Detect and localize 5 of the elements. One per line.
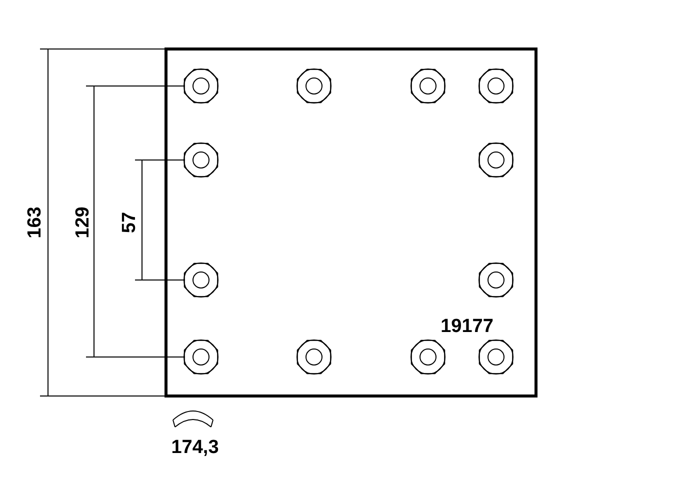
part-number: 19177 (440, 316, 494, 336)
dimension-value: 129 (74, 206, 92, 238)
dimension-value: 174,3 (171, 438, 219, 456)
dimension-value: 163 (26, 206, 44, 238)
dimension-value: 57 (120, 211, 140, 233)
